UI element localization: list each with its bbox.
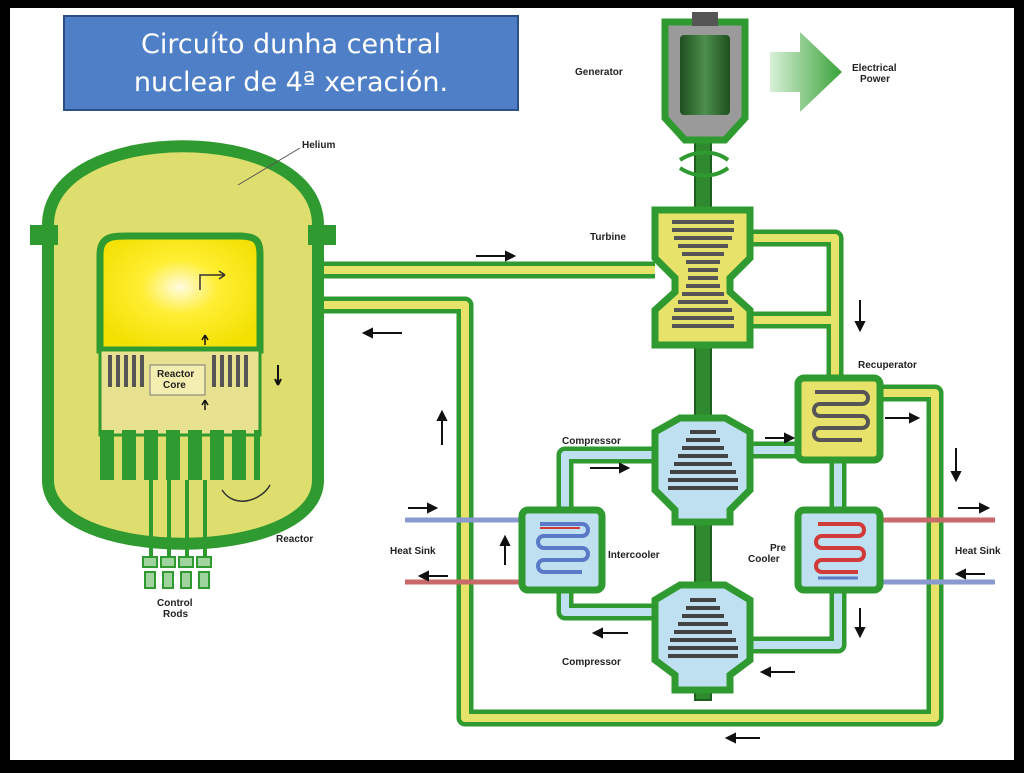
control-rod-fingers	[100, 430, 260, 480]
label-compressor-lower: Compressor	[562, 657, 621, 668]
label-control-rods-2: Rods	[163, 609, 188, 620]
reactor-core-box	[149, 364, 206, 396]
label-generator: Generator	[575, 67, 623, 78]
fuel-elements	[108, 355, 248, 387]
flow-arrows	[361, 250, 991, 744]
label-electrical-power-1: Electrical	[852, 63, 897, 74]
control-rod-drives	[142, 556, 212, 589]
compressor-upper	[651, 414, 754, 526]
generator	[661, 12, 842, 178]
turbine-blades	[672, 220, 734, 328]
control-rod-shafts	[149, 480, 207, 565]
label-reactor: Reactor	[276, 534, 313, 545]
precooler	[794, 506, 884, 594]
compressor-lower	[651, 581, 754, 694]
label-recuperator: Recuperator	[858, 360, 917, 371]
reactor-vessel	[30, 140, 336, 589]
label-helium: Helium	[302, 140, 335, 151]
slide-title-line-1: Circuíto dunha central	[141, 29, 441, 60]
recuperator	[794, 374, 884, 464]
label-heat-sink-left: Heat Sink	[390, 546, 436, 557]
label-compressor-upper: Compressor	[562, 436, 621, 447]
label-turbine: Turbine	[590, 232, 626, 243]
turbine	[651, 206, 754, 349]
label-reactor-core-2: Core	[163, 380, 186, 391]
slide-title-line-2: nuclear de 4ª xeración.	[133, 67, 449, 98]
label-electrical-power-2: Power	[860, 74, 890, 85]
intercooler	[518, 506, 606, 594]
heat-sink-lines	[405, 517, 995, 585]
label-control-rods-1: Control	[157, 598, 193, 609]
electrical-power-arrow	[770, 32, 842, 112]
label-intercooler: Intercooler	[608, 550, 660, 561]
label-precooler-1: Pre	[770, 543, 787, 554]
label-reactor-core-1: Reactor	[157, 369, 194, 380]
slide-title-box: Circuíto dunha central nuclear de 4ª xer…	[63, 15, 519, 111]
diagram-labels: Generator Electrical Power Helium Turbin…	[157, 63, 1001, 668]
pipe-network	[310, 229, 944, 727]
label-heat-sink-right: Heat Sink	[955, 546, 1001, 557]
label-precooler-2: Cooler	[748, 554, 780, 565]
